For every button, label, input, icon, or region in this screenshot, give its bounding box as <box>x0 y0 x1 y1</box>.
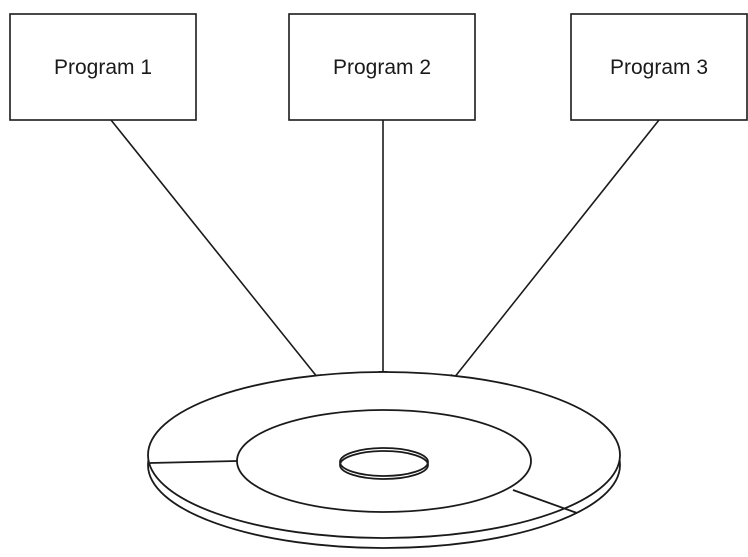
program-1-box: Program 1 <box>9 13 197 121</box>
disk-spindle-hole <box>339 447 429 480</box>
disk <box>147 371 621 549</box>
disk-sector-divider-left <box>149 460 238 464</box>
program-2-label: Program 2 <box>333 56 431 79</box>
program-3-label: Program 3 <box>610 56 708 79</box>
program-1-label: Program 1 <box>54 56 152 79</box>
program-2-box: Program 2 <box>288 13 476 121</box>
arrow-program-3-to-disk <box>449 119 660 384</box>
disk-sector-divider-right <box>512 489 578 514</box>
program-3-box: Program 3 <box>570 13 748 121</box>
arrow-program-1-to-disk <box>110 119 323 384</box>
